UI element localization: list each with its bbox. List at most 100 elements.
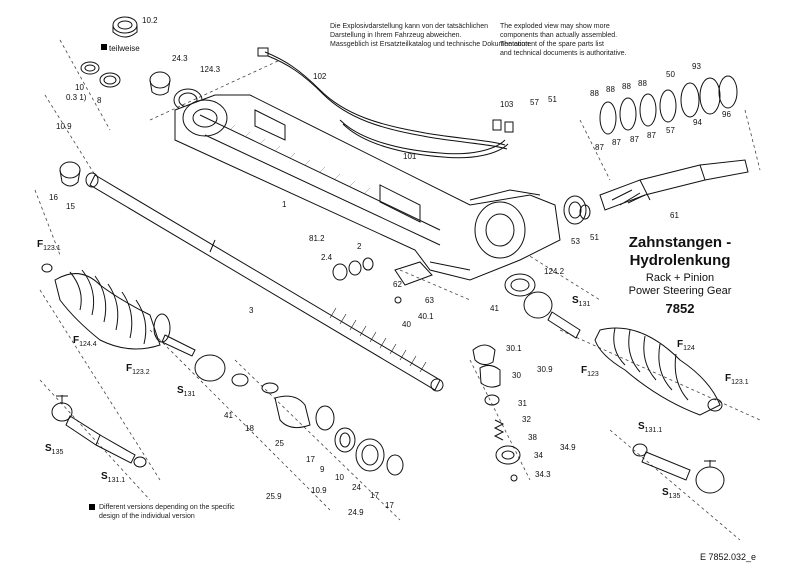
part-label: 24.3 [172,54,188,63]
part-label: 87 [595,143,604,152]
part-label: 87 [612,138,621,147]
part-label: 87 [647,131,656,140]
part-label: 88 [590,89,599,98]
note-german: Die Explosivdarstellung kann von der tat… [330,22,531,49]
part-label: 2.4 [321,253,333,262]
part-label-base: F [126,363,133,374]
model-number: 7852 [665,301,695,316]
part-label-sub: 123.2 [132,369,150,376]
left-tie-rod-end [51,395,147,468]
part-label: S131.1 [101,472,126,485]
part-label: 24.9 [348,508,364,517]
part-label: 10 [335,473,344,482]
part-label-base: F [73,335,80,346]
right-tie-rod-end [632,443,725,494]
part-label: 17 [306,455,315,464]
hydraulic-lines [257,47,514,159]
part-label: 30.1 [506,344,522,353]
figure-id: E 7852.032_e [700,552,757,562]
part-label: 93 [692,62,701,71]
part-label-base: F [581,365,588,376]
part-label: F123.1 [725,373,749,387]
part-label: 30.9 [537,365,553,374]
legend-square-icon [101,44,107,50]
subtitle-line-1: Rack + Pinion [645,272,715,284]
part-label: 87 [630,135,639,144]
part-label-base: S [638,421,645,432]
part-label: 32 [522,415,531,424]
part-label: 96 [722,110,731,119]
part-label: 10.9 [56,122,72,131]
part-label: 34.3 [535,470,551,479]
part-label: 41 [490,304,499,313]
note-german-line: Massgeblich ist Ersatzteilkatalog und te… [330,41,532,48]
part-label: 8 [97,96,102,105]
part-label: 17 [385,501,394,510]
part-label: S131.1 [638,421,662,435]
note-english-line: and technical documents is authoritative… [500,50,627,57]
end-cap-15 [59,161,81,187]
part-label: 41 [224,411,233,420]
pinion-bearing [563,195,591,225]
note-english-line: components than actually assembled. [500,32,618,39]
left-centre-seals [274,395,404,476]
part-label: 25.9 [266,492,282,501]
part-label: 1 [282,200,287,209]
steering-rack [85,172,444,392]
pinion-shaft [599,159,749,211]
part-label-base: F [725,373,732,384]
part-label: 30 [512,371,521,380]
part-label: 88 [606,85,615,94]
part-label-base: S [177,385,184,396]
note-german-line: Darstellung in Ihrem Fahrzeug abweichen. [330,32,462,39]
part-label: 10 [75,83,84,92]
part-label: 94 [693,118,702,127]
part-label: 88 [638,79,647,88]
subtitle-block: Rack + Pinion Power Steering Gear [610,272,750,298]
part-label: 51 [548,95,557,104]
part-label: S131 [177,385,196,399]
part-label-sub: 123.1 [731,379,749,386]
part-label: 2 [357,242,362,251]
legend-marker-label: teilweise [109,44,140,53]
part-label: 51 [590,233,599,242]
part-label: 10.9 [311,486,327,495]
part-label: 61 [670,211,679,220]
subtitle-line-2: Power Steering Gear [628,285,732,297]
title-line-1: Zahnstangen - [628,234,732,251]
part-label: 24 [352,483,361,492]
part-label-base: F [677,339,684,350]
adjuster-parts [332,257,433,304]
part-label-sub: 131 [183,391,196,398]
part-label-sub: 131.1 [107,477,126,484]
part-label: 40 [402,320,411,329]
part-label: 31 [518,399,527,408]
part-label: F124.4 [73,335,97,349]
note-english-line: The exploded view may show more [500,23,610,30]
part-label-sub: 135 [668,493,681,500]
part-label-base: S [662,487,669,498]
footnote-square-icon [89,504,95,510]
part-label: 34.9 [560,443,576,452]
part-label-sub: 135 [51,449,64,456]
part-label: 81.2 [309,234,325,243]
part-label: F123.2 [126,363,150,377]
cap-10-2 [112,16,138,38]
title-block: Zahnstangen - Hydrolenkung [615,234,745,270]
part-label: F123.1 [37,240,61,253]
part-label-sub: 123.1 [43,245,61,252]
seal-rings-10 [80,61,121,88]
part-label: 53 [571,237,580,246]
left-tie-rod [161,334,279,394]
part-label-sub: 123 [587,371,599,378]
part-label: 0.3 1) [66,93,87,102]
part-label: 15 [66,202,75,211]
title-line-2: Hydrolenkung [629,252,731,269]
part-label: 124.2 [544,267,565,276]
part-label-sub: 124 [683,345,695,352]
part-label: 101 [403,152,417,161]
part-label: 63 [425,296,434,305]
part-label: S135 [45,444,64,457]
